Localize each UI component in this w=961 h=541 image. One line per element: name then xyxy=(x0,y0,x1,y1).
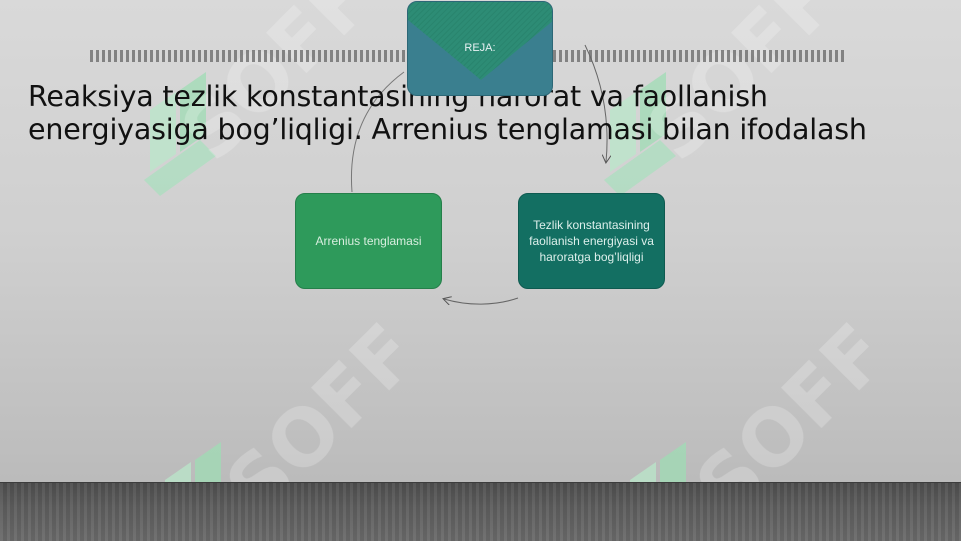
node-tezlik-label: Tezlik konstantasining faollanish energi… xyxy=(529,218,654,264)
decorative-divider-left xyxy=(90,50,410,62)
node-reja-label: REJA: xyxy=(464,41,496,54)
node-arrenius: Arrenius tenglamasi xyxy=(295,193,442,289)
envelope-icon xyxy=(408,2,552,80)
node-tezlik: Tezlik konstantasining faollanish energi… xyxy=(518,193,665,289)
node-reja: REJA: xyxy=(407,1,553,96)
node-arrenius-label: Arrenius tenglamasi xyxy=(315,234,422,248)
floor-background xyxy=(0,482,961,541)
arrow-tezlik-to-arrenius xyxy=(444,298,519,304)
decorative-divider-right xyxy=(553,50,846,62)
slide-title: Reaksiya tezlik konstantasining harorat … xyxy=(28,80,867,146)
